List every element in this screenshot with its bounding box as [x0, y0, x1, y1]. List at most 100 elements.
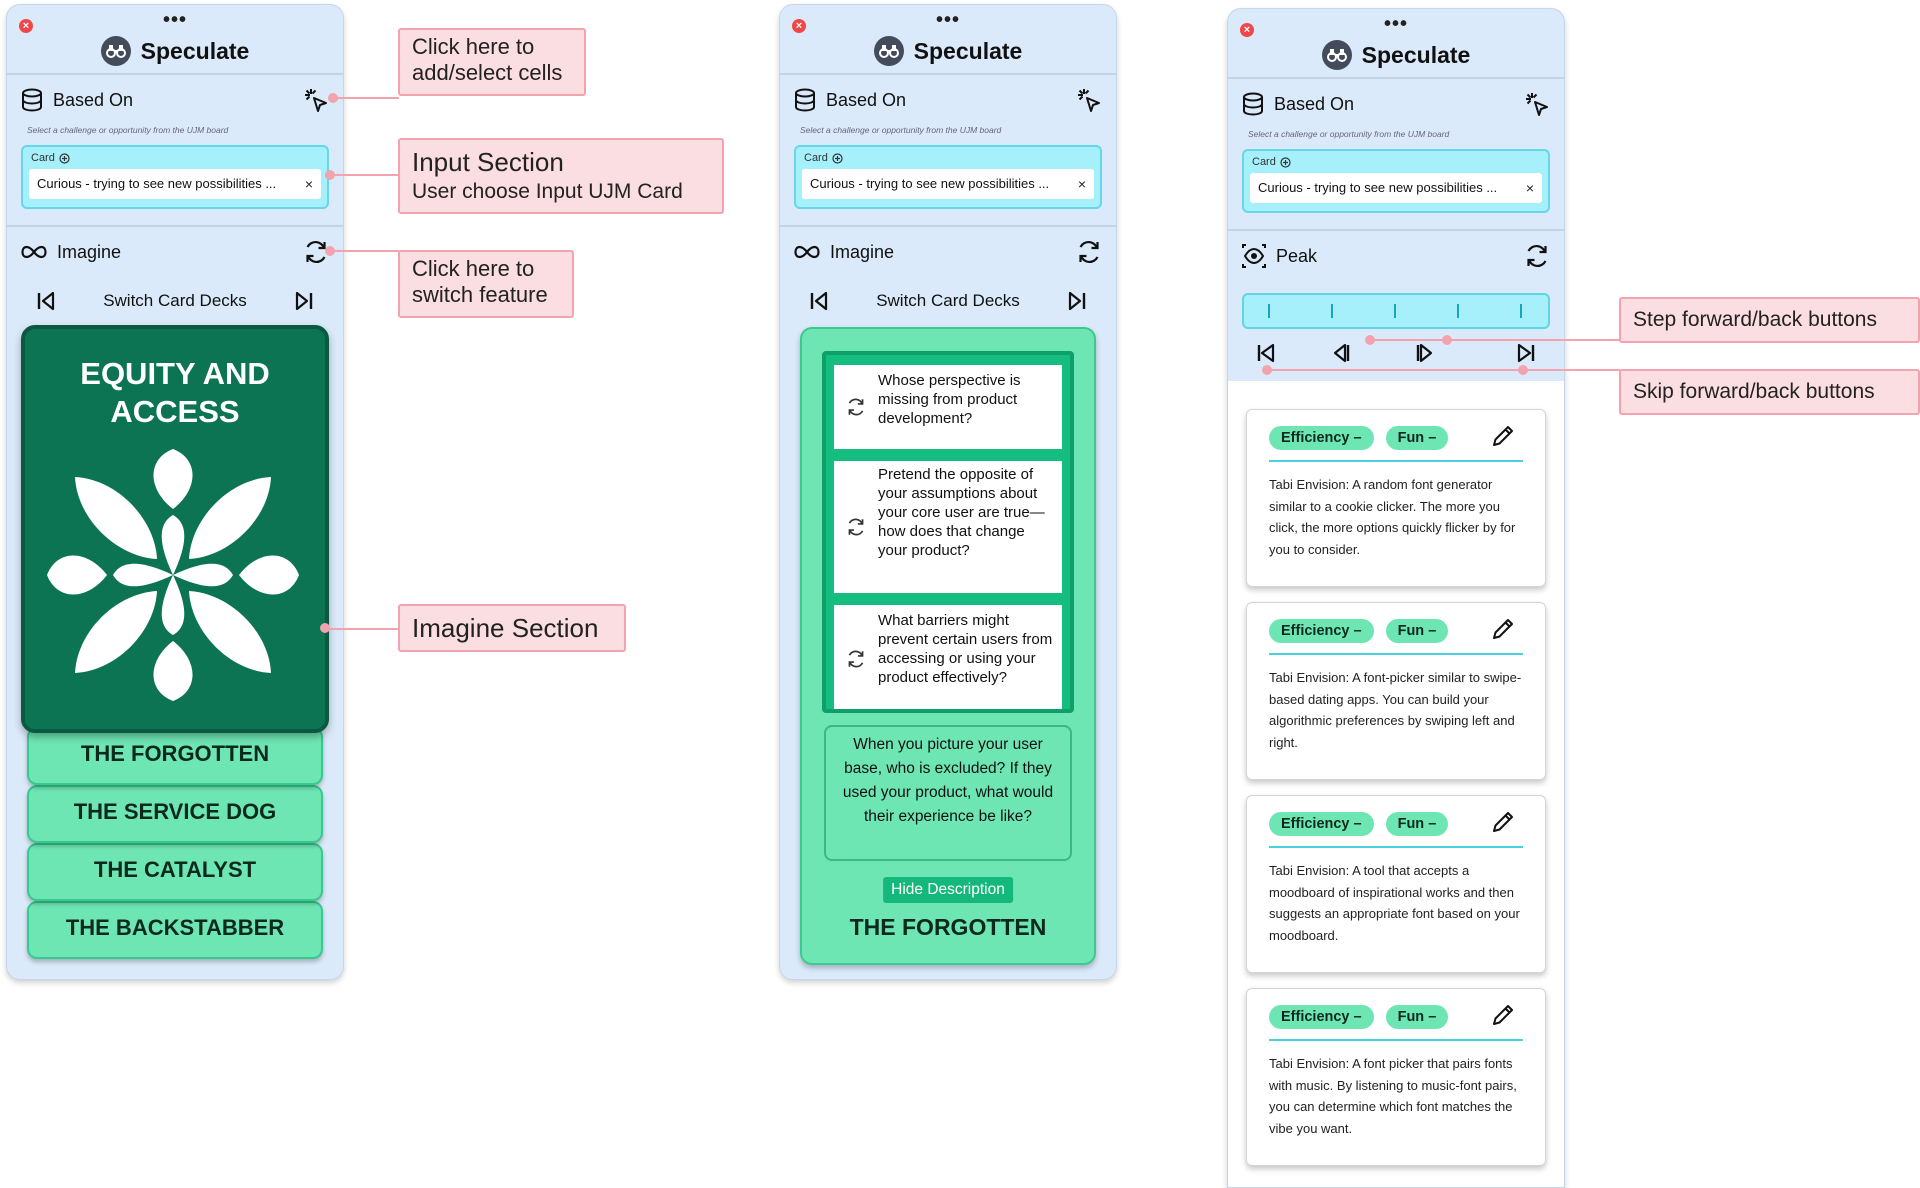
skip-back-icon — [1257, 343, 1275, 363]
refresh-icon[interactable] — [846, 649, 866, 669]
callout-input-section: Input Section User choose Input UJM Card — [398, 138, 724, 214]
add-select-button[interactable] — [1076, 87, 1102, 113]
add-select-button[interactable] — [1524, 91, 1550, 117]
pencil-icon[interactable] — [1491, 617, 1515, 641]
more-options-icon[interactable]: ••• — [935, 9, 960, 31]
card-label: Card — [1252, 156, 1291, 168]
refresh-icon[interactable] — [846, 397, 866, 417]
timeline-tick[interactable] — [1331, 304, 1333, 318]
next-deck-icon[interactable] — [293, 290, 315, 312]
more-options-icon[interactable]: ••• — [1383, 13, 1408, 35]
clear-card-button[interactable]: × — [304, 176, 313, 192]
tag-efficiency[interactable]: Efficiency – — [1269, 619, 1374, 643]
idea-card[interactable]: Efficiency – Fun – Tabi Envision: A rand… — [1246, 409, 1546, 587]
deck-card-service-dog[interactable]: THE SERVICE DOG — [27, 785, 323, 843]
card-input[interactable]: Card Curious - trying to see new possibi… — [1242, 149, 1550, 213]
callout-imagine-section: Imagine Section — [398, 604, 626, 652]
pencil-icon[interactable] — [1491, 810, 1515, 834]
based-on-label: Based On — [53, 89, 134, 110]
question-item[interactable]: Pretend the opposite of your assumptions… — [834, 461, 1062, 593]
title-bar: Speculate — [7, 31, 343, 71]
prev-deck-icon[interactable] — [35, 290, 57, 312]
card-description-view: Whose perspective is missing from produc… — [800, 327, 1096, 965]
callout-step-buttons: Step forward/back buttons — [1619, 297, 1920, 343]
callout-input-title: Input Section — [412, 147, 564, 177]
connector-dot — [1442, 335, 1452, 345]
tag-efficiency[interactable]: Efficiency – — [1269, 426, 1374, 450]
close-icon[interactable]: × — [19, 19, 33, 33]
tag-fun[interactable]: Fun – — [1385, 812, 1449, 836]
binoculars-icon — [100, 36, 131, 66]
step-back-icon — [1333, 343, 1350, 363]
card-input[interactable]: Card Curious - trying to see new possibi… — [21, 145, 329, 209]
clear-card-button[interactable]: × — [1525, 180, 1534, 196]
featured-deck-card[interactable]: EQUITY AND ACCESS — [21, 325, 329, 733]
connector-dot — [325, 170, 335, 180]
divider — [7, 73, 343, 75]
idea-text: Tabi Envision: A tool that accepts a moo… — [1269, 863, 1520, 943]
callout-add-select: Click here to add/select cells — [398, 28, 586, 96]
switch-feature-button[interactable] — [1524, 243, 1550, 269]
next-deck-icon[interactable] — [1066, 290, 1088, 312]
callout-input-sub: User choose Input UJM Card — [412, 180, 683, 203]
card-value: Curious - trying to see new possibilitie… — [802, 169, 1094, 199]
timeline-tick[interactable] — [1268, 304, 1270, 318]
connector-line — [330, 174, 399, 176]
deck-card-forgotten[interactable]: THE FORGOTTEN — [27, 727, 323, 785]
switch-feature-button[interactable] — [1076, 239, 1102, 265]
refresh-icon — [1079, 240, 1099, 264]
connector-line — [1267, 369, 1620, 371]
based-on-header: Based On — [794, 83, 1102, 117]
tag-fun[interactable]: Fun – — [1385, 619, 1449, 643]
question-item[interactable]: What barriers might prevent certain user… — [834, 605, 1062, 709]
tag-fun[interactable]: Fun – — [1385, 1005, 1449, 1029]
deck-card-backstabber[interactable]: THE BACKSTABBER — [27, 901, 323, 959]
divider — [7, 225, 343, 227]
card-label-text: Card — [1252, 156, 1276, 168]
binoculars-icon — [1321, 40, 1352, 70]
switch-feature-button[interactable] — [303, 239, 329, 265]
connector-dot — [1262, 365, 1272, 375]
timeline-tick[interactable] — [1394, 304, 1396, 318]
add-select-button[interactable] — [303, 87, 329, 113]
close-icon[interactable]: × — [1240, 23, 1254, 37]
refresh-icon[interactable] — [846, 517, 866, 537]
idea-card[interactable]: Efficiency – Fun – Tabi Envision: A font… — [1246, 988, 1546, 1166]
close-icon[interactable]: × — [792, 19, 806, 33]
idea-card[interactable]: Efficiency – Fun – Tabi Envision: A font… — [1246, 602, 1546, 780]
hide-description-button[interactable]: Hide Description — [883, 877, 1013, 903]
prev-deck-icon[interactable] — [808, 290, 830, 312]
question-list[interactable]: Whose perspective is missing from produc… — [822, 351, 1074, 713]
tag-efficiency[interactable]: Efficiency – — [1269, 1005, 1374, 1029]
idea-text: Tabi Envision: A random font generator s… — [1269, 477, 1516, 557]
timeline-tick[interactable] — [1457, 304, 1459, 318]
timeline-track[interactable] — [1242, 293, 1550, 329]
timeline-tick[interactable] — [1520, 304, 1522, 318]
question-item[interactable]: Whose perspective is missing from produc… — [834, 365, 1062, 449]
card-input[interactable]: Card Curious - trying to see new possibi… — [794, 145, 1102, 209]
callout-skip-buttons: Skip forward/back buttons — [1619, 369, 1920, 415]
ideas-list[interactable]: Efficiency – Fun – Tabi Envision: A rand… — [1228, 381, 1564, 1187]
card-label-text: Card — [804, 152, 828, 164]
add-circle-icon — [832, 152, 843, 164]
tag-fun[interactable]: Fun – — [1385, 426, 1449, 450]
question-text: What barriers might prevent certain user… — [878, 612, 1053, 686]
step-back-button[interactable] — [1330, 339, 1358, 367]
magic-cursor-icon — [1078, 89, 1100, 112]
card-name: THE FORGOTTEN — [849, 914, 1047, 940]
deck-switcher: Switch Card Decks — [7, 284, 343, 318]
skip-forward-button[interactable] — [1512, 339, 1540, 367]
step-forward-button[interactable] — [1408, 339, 1436, 367]
imagine-header: Imagine — [794, 235, 1102, 269]
pencil-icon[interactable] — [1491, 1003, 1515, 1027]
timeline-nav — [1228, 339, 1564, 373]
imagine-header: Imagine — [21, 235, 329, 269]
leaf-pattern-icon — [47, 449, 299, 701]
more-options-icon[interactable]: ••• — [162, 9, 187, 31]
idea-card[interactable]: Efficiency – Fun – Tabi Envision: A tool… — [1246, 795, 1546, 973]
deck-card-catalyst[interactable]: THE CATALYST — [27, 843, 323, 901]
tag-efficiency[interactable]: Efficiency – — [1269, 812, 1374, 836]
skip-back-button[interactable] — [1252, 339, 1280, 367]
clear-card-button[interactable]: × — [1077, 176, 1086, 192]
pencil-icon[interactable] — [1491, 424, 1515, 448]
